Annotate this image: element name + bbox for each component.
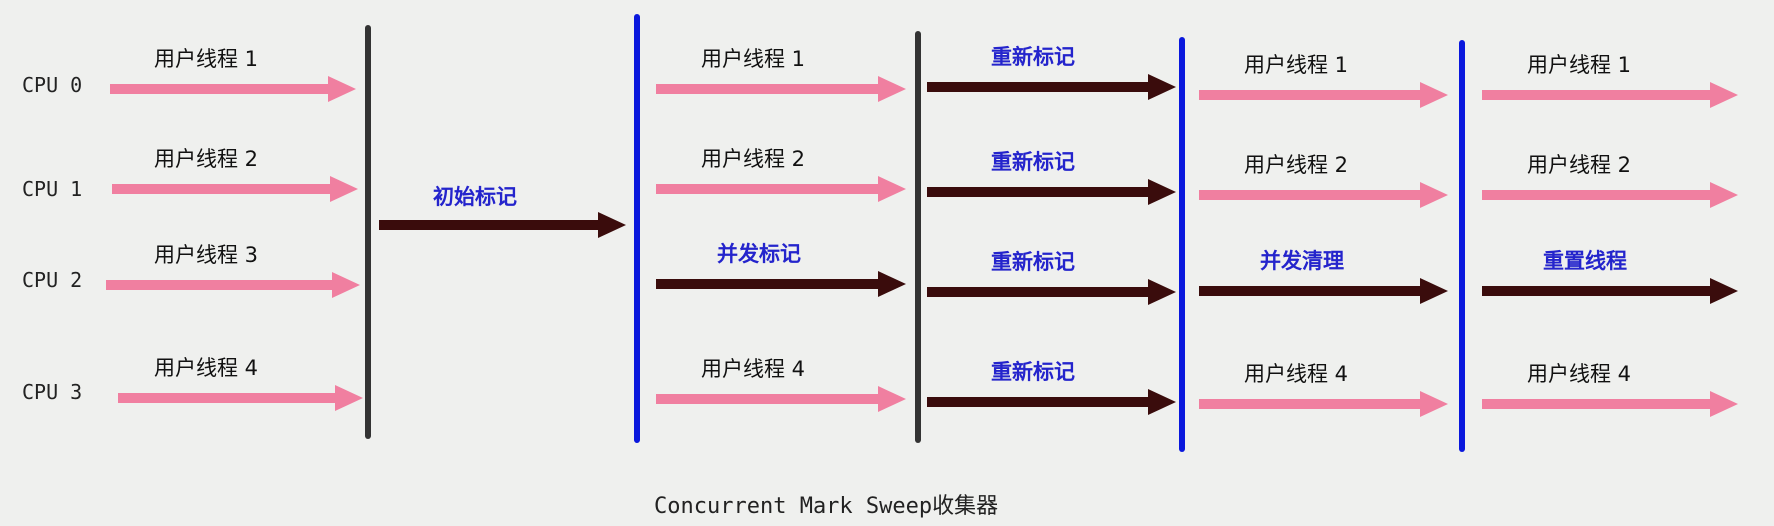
phase1-label: 用户线程 3 <box>154 243 259 267</box>
arrow-head-icon <box>1148 279 1176 305</box>
arrow-shaft <box>927 187 1150 197</box>
arrow-head-icon <box>330 176 358 202</box>
arrow-head-icon <box>1710 278 1738 304</box>
arrow-shaft <box>1199 286 1422 296</box>
phase1-label: 用户线程 2 <box>154 147 259 171</box>
phase5-label: 用户线程 4 <box>1527 362 1632 386</box>
arrow-head-icon <box>1148 74 1176 100</box>
phase3-label: 重新标记 <box>991 150 1075 174</box>
cpu-label: CPU 3 <box>22 380 83 404</box>
phase4-label: 用户线程 2 <box>1244 153 1349 177</box>
arrow-shaft <box>927 397 1150 407</box>
arrow-head-icon <box>1710 391 1738 417</box>
arrow-head-icon <box>332 272 360 298</box>
arrow-head-icon <box>335 385 363 411</box>
initial-mark-label: 初始标记 <box>433 185 517 209</box>
arrow-shaft <box>1482 90 1712 100</box>
arrow-shaft <box>110 84 330 94</box>
arrow-shaft <box>1482 190 1712 200</box>
cpu-label: CPU 1 <box>22 177 83 201</box>
stw-barrier-remark <box>915 31 921 443</box>
phase4-label: 用户线程 1 <box>1244 53 1349 77</box>
arrow-head-icon <box>328 76 356 102</box>
cpu-label: CPU 2 <box>22 268 83 292</box>
arrow-shaft <box>1482 399 1712 409</box>
stw-barrier-initial-mark <box>365 25 371 439</box>
arrow-shaft <box>927 287 1150 297</box>
cpu-label: CPU 0 <box>22 73 83 97</box>
phase2-label: 用户线程 1 <box>701 47 806 71</box>
arrow-shaft <box>1199 399 1422 409</box>
arrow-head-icon <box>1148 389 1176 415</box>
arrow-head-icon <box>1420 82 1448 108</box>
arrow-head-icon <box>878 271 906 297</box>
arrow-head-icon <box>598 212 626 238</box>
diagram-caption: Concurrent Mark Sweep收集器 <box>654 494 999 519</box>
phase3-label: 重新标记 <box>991 250 1075 274</box>
concurrent-barrier-2 <box>1179 37 1185 452</box>
arrow-shaft <box>118 393 337 403</box>
arrow-head-icon <box>1420 182 1448 208</box>
concurrent-barrier-3 <box>1459 40 1465 452</box>
phase5-label: 重置线程 <box>1543 249 1627 273</box>
arrow-shaft <box>656 394 880 404</box>
arrow-shaft <box>106 280 334 290</box>
arrow-shaft <box>112 184 332 194</box>
arrow-head-icon <box>1420 278 1448 304</box>
phase2-label: 用户线程 2 <box>701 147 806 171</box>
arrow-shaft <box>656 279 880 289</box>
arrow-shaft <box>379 220 600 230</box>
phase1-label: 用户线程 1 <box>154 47 259 71</box>
arrow-shaft <box>1482 286 1712 296</box>
phase4-label: 并发清理 <box>1260 249 1344 273</box>
arrow-head-icon <box>878 386 906 412</box>
arrow-shaft <box>1199 90 1422 100</box>
phase1-label: 用户线程 4 <box>154 356 259 380</box>
arrow-shaft <box>656 84 880 94</box>
arrow-shaft <box>927 82 1150 92</box>
phase2-label: 用户线程 4 <box>701 357 806 381</box>
phase2-label: 并发标记 <box>717 242 801 266</box>
phase3-label: 重新标记 <box>991 360 1075 384</box>
phase3-label: 重新标记 <box>991 45 1075 69</box>
arrow-head-icon <box>1710 82 1738 108</box>
arrow-shaft <box>656 184 880 194</box>
arrow-head-icon <box>878 76 906 102</box>
phase5-label: 用户线程 2 <box>1527 153 1632 177</box>
arrow-shaft <box>1199 190 1422 200</box>
concurrent-barrier-1 <box>634 14 640 443</box>
arrow-head-icon <box>1710 182 1738 208</box>
arrow-head-icon <box>878 176 906 202</box>
phase4-label: 用户线程 4 <box>1244 362 1349 386</box>
arrow-head-icon <box>1420 391 1448 417</box>
arrow-head-icon <box>1148 179 1176 205</box>
phase5-label: 用户线程 1 <box>1527 53 1632 77</box>
